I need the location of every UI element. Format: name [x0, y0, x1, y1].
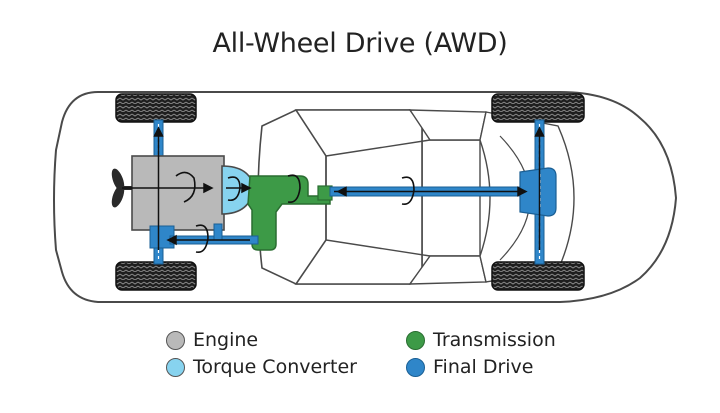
engine-swatch-icon	[166, 330, 185, 350]
transmission	[247, 175, 331, 251]
legend-label-torque-converter: Torque Converter	[193, 356, 357, 378]
rear-differential	[519, 167, 557, 217]
legend-item-torque-converter: Torque Converter	[166, 354, 357, 380]
transmission-swatch-icon	[406, 330, 425, 350]
final-drive-swatch-icon	[406, 357, 425, 377]
diagram-title: All-Wheel Drive (AWD)	[212, 28, 508, 59]
legend-item-final-drive: Final Drive	[406, 354, 533, 380]
tire-rear-right	[491, 261, 585, 291]
tire-front-right	[115, 261, 197, 291]
tire-rear-left	[491, 93, 585, 123]
legend-item-transmission: Transmission	[406, 327, 556, 353]
legend-label-transmission: Transmission	[433, 329, 556, 351]
torque-converter-swatch-icon	[166, 357, 185, 377]
engine-block	[131, 155, 225, 231]
rotation-arrows	[175, 171, 415, 254]
legend-label-final-drive: Final Drive	[433, 356, 534, 378]
tire-front-left	[115, 93, 197, 123]
legend-label-engine: Engine	[193, 329, 259, 351]
power-flow-arrows	[122, 126, 545, 250]
transfer-drop	[213, 223, 223, 241]
legend-item-engine: Engine	[166, 327, 258, 353]
